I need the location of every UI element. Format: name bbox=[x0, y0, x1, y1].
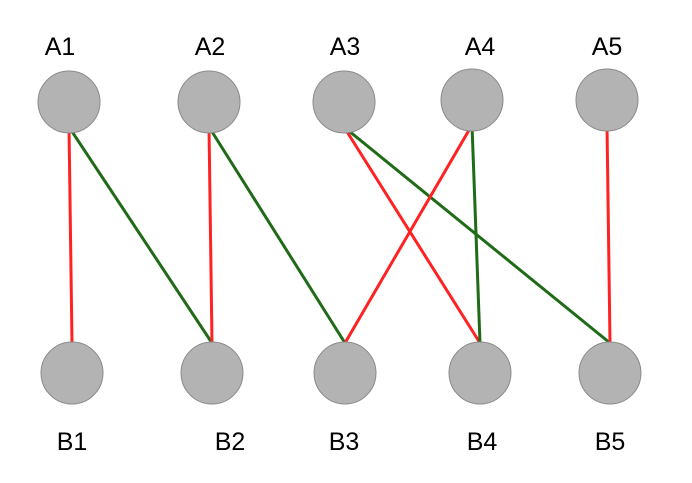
node-b5 bbox=[578, 341, 642, 405]
edge-a5-b5 bbox=[605, 123, 612, 345]
node-label-b3: B3 bbox=[329, 428, 360, 456]
edge-a4-b3 bbox=[343, 123, 474, 345]
node-label-a4: A4 bbox=[465, 33, 496, 61]
node-a5 bbox=[575, 68, 639, 132]
node-a2 bbox=[177, 70, 241, 134]
edges-layer bbox=[67, 123, 612, 345]
node-b4 bbox=[448, 341, 512, 405]
edge-a3-b4 bbox=[342, 125, 482, 345]
nodes-layer bbox=[37, 68, 642, 405]
edge-a2-b2 bbox=[207, 125, 214, 345]
edge-a2-b3 bbox=[207, 125, 347, 345]
node-label-a3: A3 bbox=[330, 33, 361, 61]
node-b3 bbox=[313, 341, 377, 405]
node-a1 bbox=[37, 70, 101, 134]
edge-a1-b2 bbox=[67, 125, 214, 345]
node-label-b4: B4 bbox=[467, 428, 498, 456]
node-b1 bbox=[40, 341, 104, 405]
node-label-b1: B1 bbox=[57, 428, 88, 456]
node-label-b2: B2 bbox=[215, 428, 246, 456]
node-label-b5: B5 bbox=[595, 428, 626, 456]
node-label-a5: A5 bbox=[592, 33, 623, 61]
edge-a1-b1 bbox=[67, 125, 74, 345]
node-label-a1: A1 bbox=[45, 33, 76, 61]
node-a3 bbox=[312, 70, 376, 134]
node-label-a2: A2 bbox=[195, 33, 226, 61]
node-a4 bbox=[440, 68, 504, 132]
node-b2 bbox=[180, 341, 244, 405]
edge-a4-b4 bbox=[470, 123, 482, 345]
